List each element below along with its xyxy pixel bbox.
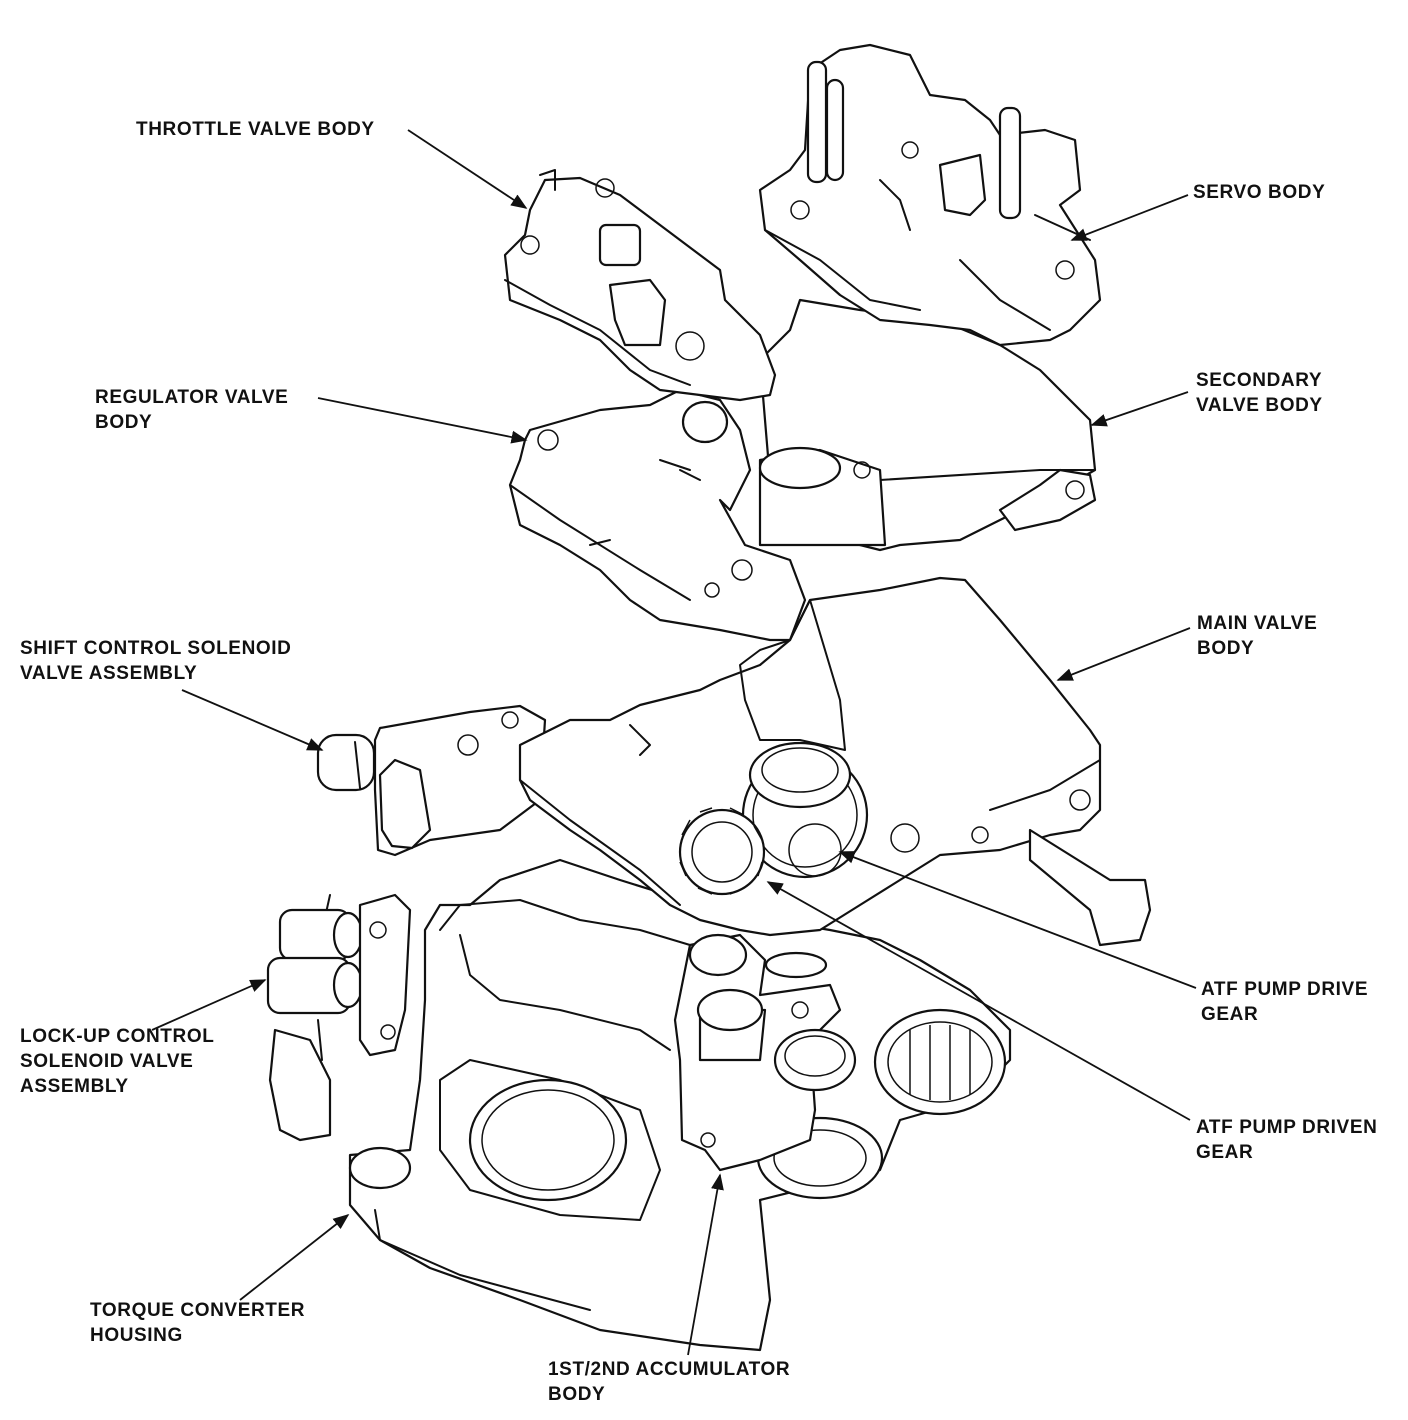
torque-converter-housing-part	[317, 858, 1012, 1352]
label-line: SHIFT CONTROL SOLENOID	[20, 638, 292, 659]
label-shift-control-solenoid: SHIFT CONTROL SOLENOID VALVE ASSEMBLY	[20, 636, 291, 686]
label-line: HOUSING	[90, 1325, 183, 1346]
label-secondary-valve-body: SECONDARY VALVE BODY	[1196, 368, 1323, 418]
accumulator-body-part	[673, 933, 857, 1172]
label-line: ASSEMBLY	[20, 1076, 129, 1097]
label-atf-pump-drive-gear: ATF PUMP DRIVE GEAR	[1201, 977, 1368, 1027]
label-line: TORQUE CONVERTER	[90, 1300, 306, 1321]
label-line: BODY	[1197, 638, 1255, 659]
label-line: SERVO BODY	[1193, 182, 1326, 203]
label-line: MAIN VALVE	[1197, 613, 1318, 634]
label-line: SECONDARY	[1196, 370, 1323, 391]
label-line: THROTTLE VALVE BODY	[136, 119, 375, 140]
label-line: GEAR	[1196, 1142, 1254, 1163]
leader-lines	[151, 129, 1197, 1356]
label-line: BODY	[95, 412, 153, 433]
label-regulator-valve-body: REGULATOR VALVE BODY	[95, 385, 288, 435]
shift-solenoid-part	[316, 704, 547, 857]
label-throttle-valve-body: THROTTLE VALVE BODY	[136, 117, 375, 142]
label-line: BODY	[548, 1384, 606, 1405]
atf-pump-gears-part	[678, 599, 869, 896]
servo-body-part	[758, 43, 1102, 347]
label-line: ATF PUMP DRIVEN	[1196, 1117, 1378, 1138]
label-line: REGULATOR VALVE	[95, 387, 289, 408]
label-servo-body: SERVO BODY	[1193, 180, 1325, 205]
lockup-solenoid-part	[266, 893, 412, 1142]
label-line: 1ST/2ND ACCUMULATOR	[548, 1359, 791, 1380]
label-main-valve-body: MAIN VALVE BODY	[1197, 611, 1317, 661]
label-line: VALVE ASSEMBLY	[20, 663, 198, 684]
throttle-valve-body-part	[503, 169, 777, 402]
label-accumulator-body: 1ST/2ND ACCUMULATOR BODY	[548, 1357, 790, 1407]
label-torque-converter-housing: TORQUE CONVERTER HOUSING	[90, 1298, 305, 1348]
label-line: LOCK-UP CONTROL	[20, 1026, 215, 1047]
label-line: VALVE BODY	[1196, 395, 1323, 416]
label-atf-pump-driven-gear: ATF PUMP DRIVEN GEAR	[1196, 1115, 1377, 1165]
label-line: ATF PUMP DRIVE	[1201, 979, 1369, 1000]
label-line: GEAR	[1201, 1004, 1259, 1025]
secondary-valve-body-part	[758, 298, 1097, 552]
label-lockup-control-solenoid: LOCK-UP CONTROL SOLENOID VALVE ASSEMBLY	[20, 1024, 214, 1099]
regulator-valve-body-part	[508, 388, 807, 642]
label-line: SOLENOID VALVE	[20, 1051, 194, 1072]
